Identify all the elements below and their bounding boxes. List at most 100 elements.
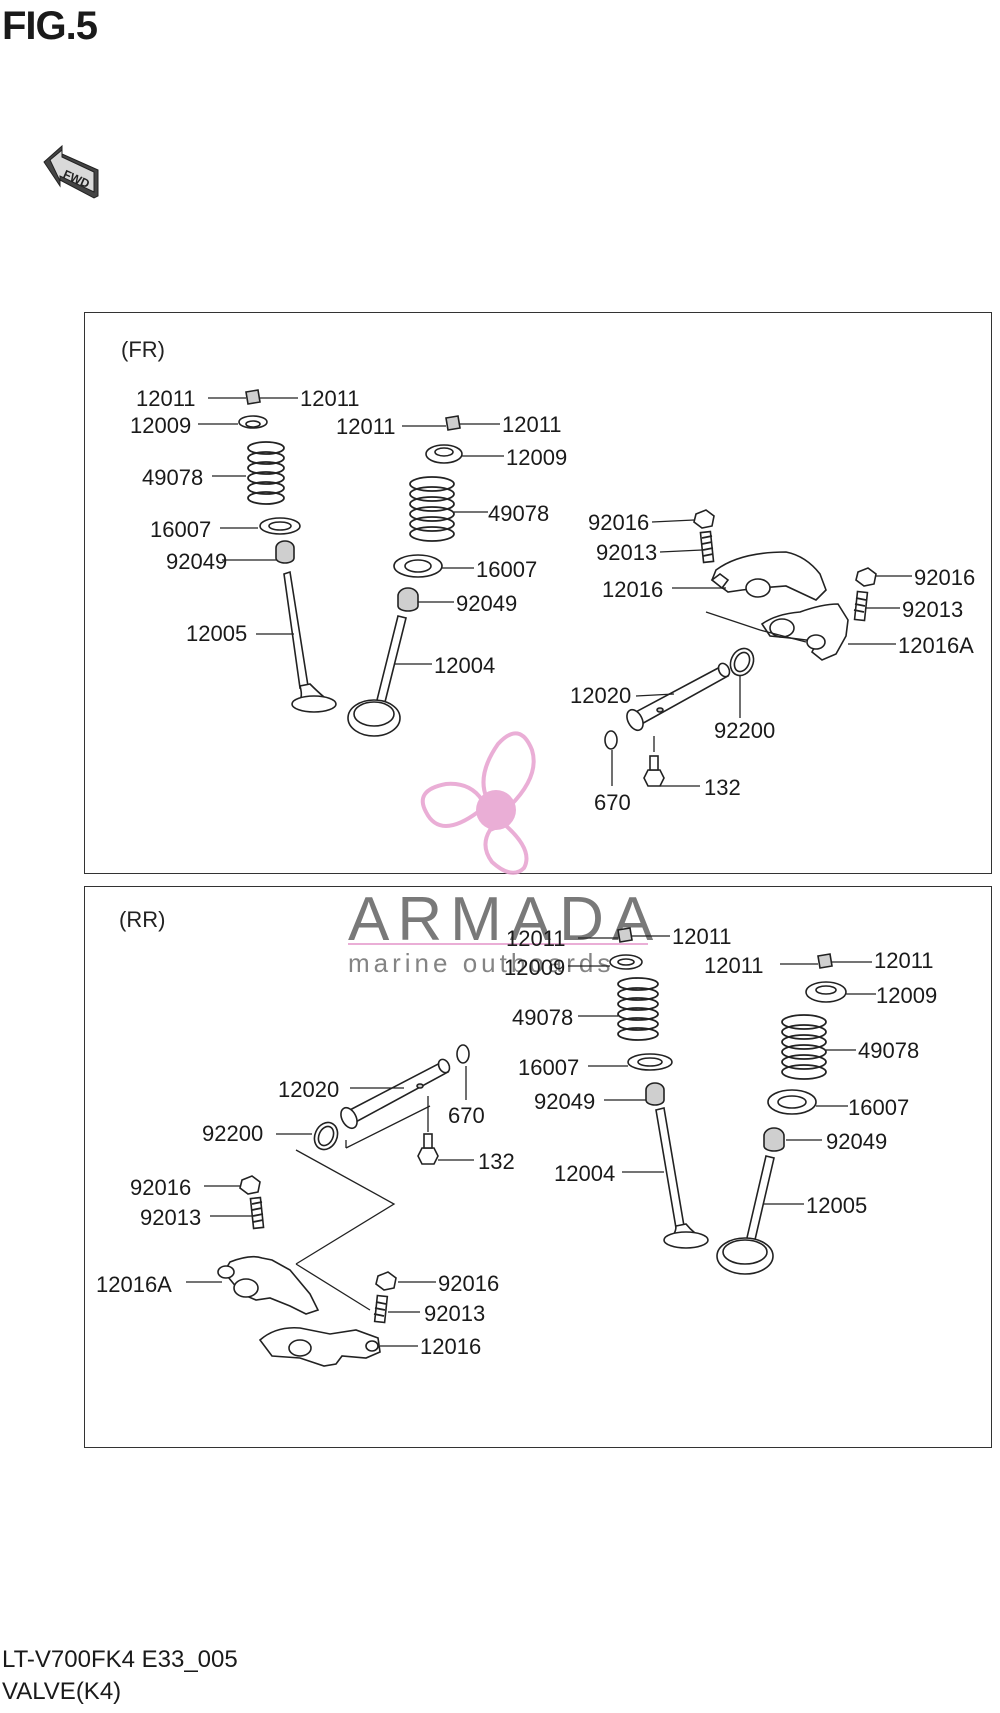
valve-cotter-icon: [817, 953, 833, 969]
footer-code: LT-V700FK4 E33_005: [2, 1646, 238, 1673]
fr-leader-lines: [198, 397, 912, 787]
callout-fr-49078-a: 49078: [142, 465, 203, 490]
callout-rr-92013-a: 92013: [140, 1205, 201, 1230]
callout-rr-49078-a: 49078: [512, 1005, 573, 1030]
callout-fr-92200: 92200: [714, 718, 775, 743]
lock-nut-icon: [375, 1271, 397, 1291]
intake-valve-icon: [655, 1107, 709, 1249]
intake-valve-icon: [347, 615, 407, 737]
callout-rr-12011-a: 12011: [506, 926, 566, 951]
callout-fr-16007-b: 16007: [476, 557, 537, 582]
figure-title: FIG.5: [2, 4, 98, 48]
callout-fr-92016-a: 92016: [588, 510, 649, 535]
callout-fr-670: 670: [594, 790, 631, 815]
valve-spring-icon: [247, 441, 285, 505]
o-ring-icon: [456, 1044, 470, 1064]
callout-rr-670: 670: [448, 1103, 485, 1128]
exhaust-valve-icon: [283, 570, 337, 713]
callout-rr-12020: 12020: [278, 1077, 339, 1102]
callout-fr-12016: 12016: [602, 577, 663, 602]
callout-rr-12004: 12004: [554, 1161, 615, 1186]
rr-rocker-assembly: [217, 1044, 470, 1367]
callout-fr-92049-a: 92049: [166, 549, 227, 574]
rocker-arm-icon: [258, 1326, 381, 1367]
watermark-brand: ARMADA: [348, 885, 661, 954]
callout-rr-12009-a: 12009: [504, 955, 565, 980]
valve-cotter-icon: [445, 415, 461, 431]
callout-rr-16007-b: 16007: [848, 1095, 909, 1120]
callout-rr-12011-d: 12011: [874, 948, 934, 973]
front-panel: (FR): [84, 312, 992, 874]
callout-fr-12009-b: 12009: [506, 445, 567, 470]
callout-rr-49078-b: 49078: [858, 1038, 919, 1063]
valve-spring-icon: [409, 476, 455, 542]
callout-fr-12020: 12020: [570, 683, 631, 708]
callout-fr-12011-d: 12011: [502, 412, 562, 437]
callout-rr-92016-a: 92016: [130, 1175, 191, 1200]
fr-right-valve-assembly: [347, 415, 463, 737]
rocker-arm-icon: [710, 551, 827, 601]
valve-stem-seal-icon: [645, 1082, 665, 1106]
fr-callouts: 12011 12011 12009 49078 16007 92049 1200…: [130, 386, 975, 815]
rocker-shaft-icon: [626, 662, 731, 732]
adjusting-screw-icon: [373, 1294, 389, 1324]
callout-rr-12016: 12016: [420, 1334, 481, 1359]
rr-leader-lines: [186, 935, 876, 1347]
fr-rocker-assembly: [604, 509, 877, 787]
callout-fr-132: 132: [704, 775, 741, 800]
lock-nut-icon: [693, 509, 715, 529]
callout-fr-49078-b: 49078: [488, 501, 549, 526]
adjusting-screw-icon: [853, 590, 869, 622]
callout-fr-12009-a: 12009: [130, 413, 191, 438]
valve-stem-seal-icon: [763, 1127, 785, 1152]
valve-spring-icon: [781, 1014, 827, 1080]
propeller-icon: [420, 731, 536, 875]
callout-rr-92200: 92200: [202, 1121, 263, 1146]
callout-rr-12011-b: 12011: [672, 924, 732, 949]
valve-cotter-icon: [617, 927, 633, 943]
valve-stem-seal-icon: [397, 587, 419, 612]
callout-rr-132: 132: [478, 1149, 515, 1174]
callout-fr-92016-b: 92016: [914, 565, 975, 590]
bolt-icon: [417, 1133, 439, 1165]
callout-fr-12005: 12005: [186, 621, 247, 646]
callout-fr-16007-a: 16007: [150, 517, 211, 542]
rr-center-valve-assembly: [609, 927, 709, 1249]
callout-fr-12011-c: 12011: [336, 414, 396, 439]
valve-cotter-icon: [245, 389, 261, 405]
callout-rr-12005: 12005: [806, 1193, 867, 1218]
exhaust-valve-icon: [716, 1155, 775, 1275]
armada-logo: ARMADA marine outboards: [348, 731, 661, 978]
fwd-arrow-icon: FWD: [43, 144, 99, 199]
callout-rr-12011-c: 12011: [704, 953, 764, 978]
rocker-shaft-icon: [340, 1058, 451, 1130]
callout-rr-12016A: 12016A: [96, 1272, 172, 1297]
callout-rr-12009-b: 12009: [876, 983, 937, 1008]
watermark-tagline: marine outboards: [348, 948, 614, 978]
lock-nut-icon: [239, 1175, 261, 1195]
rocker-arm-icon: [760, 603, 849, 661]
callout-fr-12011-a: 12011: [136, 386, 196, 411]
callout-rr-16007-a: 16007: [518, 1055, 579, 1080]
lock-nut-icon: [855, 567, 877, 587]
callout-fr-12004: 12004: [434, 653, 495, 678]
rear-panel-label: (RR): [119, 907, 166, 932]
rr-callouts: 12011 12011 12009 49078 16007 92049 1200…: [96, 924, 937, 1359]
valve-stem-seal-icon: [275, 540, 295, 564]
front-panel-label: (FR): [121, 337, 165, 362]
callout-rr-92049-a: 92049: [534, 1089, 595, 1114]
adjusting-screw-icon: [699, 530, 715, 564]
rear-panel: (RR): [84, 886, 992, 1448]
adjusting-screw-icon: [249, 1196, 265, 1230]
callout-fr-92013-a: 92013: [596, 540, 657, 565]
callout-rr-92013-b: 92013: [424, 1301, 485, 1326]
callout-fr-12016A: 12016A: [898, 633, 974, 658]
bolt-icon: [643, 755, 665, 787]
valve-spring-icon: [617, 977, 659, 1041]
footer-caption: VALVE(K4): [2, 1678, 122, 1705]
callout-fr-92013-b: 92013: [902, 597, 963, 622]
rocker-arm-icon: [217, 1255, 320, 1315]
o-ring-icon: [604, 730, 618, 750]
callout-rr-92016-b: 92016: [438, 1271, 499, 1296]
